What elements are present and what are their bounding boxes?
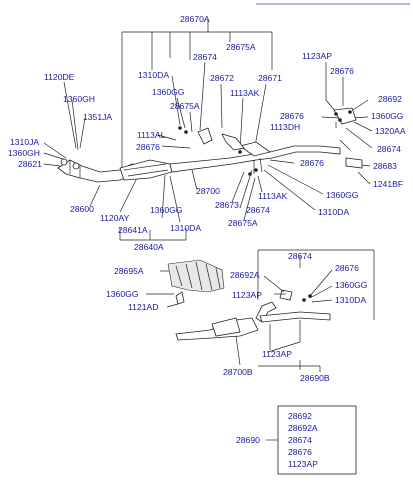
label-1360GG-box: 1360GG	[335, 280, 368, 290]
label-1123AP-box2: 1123AP	[262, 349, 292, 359]
label-28695A: 28695A	[114, 266, 144, 276]
label-1123AP-top: 1123AP	[302, 51, 332, 61]
label-28690: 28690	[236, 435, 260, 445]
label-1120DE: 1120DE	[44, 72, 75, 82]
label-28700: 28700	[196, 186, 220, 196]
label-28676-mid: 28676	[136, 142, 160, 152]
label-1310DA-box: 1310DA	[335, 295, 366, 305]
label-28675A-low: 28675A	[228, 218, 258, 228]
bracket-28670A	[121, 20, 273, 168]
heat-protector-28695A	[167, 259, 225, 305]
label-28675A-top: 28675A	[226, 42, 256, 52]
label-28600: 28600	[70, 204, 94, 214]
label-28674-box: 28674	[288, 251, 312, 261]
label-28640A: 28640A	[134, 242, 164, 252]
label-1113DH: 1113DH	[270, 122, 300, 132]
leader-lines	[43, 61, 373, 366]
label-28674-top: 28674	[193, 52, 217, 62]
label-28692-tr: 28692	[378, 94, 402, 104]
callout-labels: 28670A 28674 28675A 1310DA 28672 28671 1…	[8, 14, 406, 445]
label-1310JA: 1310JA	[10, 137, 39, 147]
label-1360GG-heat: 1360GG	[106, 289, 139, 299]
label-1121AD: 1121AD	[128, 302, 158, 312]
rear-muffler-28700B	[175, 301, 331, 353]
label-28671: 28671	[258, 73, 282, 83]
label-1113AK-top: 1113AK	[230, 88, 260, 98]
label-1113AK-low: 1113AK	[258, 191, 288, 201]
catalytic-converter	[119, 159, 173, 181]
label-28673: 28673	[215, 200, 239, 210]
label-28676-box: 28676	[335, 263, 359, 273]
label-28690B: 28690B	[300, 373, 330, 383]
kit-item: 28674	[288, 435, 312, 445]
label-1120AY: 1120AY	[100, 213, 130, 223]
kit-list: 28692 28692A 28674 28676 1123AP	[288, 411, 318, 469]
label-1360GH-left: 1360GH	[63, 94, 95, 104]
label-1360GG-tr: 1360GG	[371, 111, 404, 121]
label-28676-r2: 28676	[280, 111, 304, 121]
label-1360GG-top: 1360GG	[152, 87, 185, 97]
kit-box-28690	[266, 405, 357, 475]
label-28700B: 28700B	[223, 367, 253, 377]
label-1310DA-right: 1310DA	[318, 207, 349, 217]
label-28674-r: 28674	[377, 144, 401, 154]
label-1310DA-mid: 1310DA	[170, 223, 201, 233]
label-28672: 28672	[210, 73, 234, 83]
label-28692A: 28692A	[230, 270, 260, 280]
rear-hangers	[258, 269, 333, 372]
label-28676-tr: 28676	[330, 66, 354, 76]
tail-bracket-parts	[333, 107, 363, 169]
label-1241BF: 1241BF	[373, 179, 403, 189]
kit-item: 28692	[288, 411, 312, 421]
label-1113AL: 1113AL	[137, 130, 166, 140]
label-1360GG-mid: 1360GG	[150, 205, 183, 215]
region-box-28690B	[257, 249, 375, 320]
label-28641A: 28641A	[118, 225, 148, 235]
label-28683: 28683	[373, 161, 397, 171]
kit-item: 1123AP	[288, 459, 318, 469]
label-28674-mid: 28674	[246, 205, 270, 215]
label-28670A: 28670A	[180, 14, 210, 24]
label-1320AA: 1320AA	[375, 126, 406, 136]
main-pipe-28700	[169, 126, 341, 176]
label-28676-right: 28676	[300, 158, 324, 168]
label-1360GH-left2: 1360GH	[8, 148, 40, 158]
label-1351JA: 1351JA	[83, 112, 112, 122]
label-28621: 28621	[18, 159, 42, 169]
label-1123AP-box: 1123AP	[232, 290, 262, 300]
kit-item: 28676	[288, 447, 312, 457]
label-1310DA-top: 1310DA	[138, 70, 169, 80]
kit-item: 28692A	[288, 423, 318, 433]
label-28675A-mid: 28675A	[170, 101, 200, 111]
label-1360GG-right: 1360GG	[326, 190, 359, 200]
